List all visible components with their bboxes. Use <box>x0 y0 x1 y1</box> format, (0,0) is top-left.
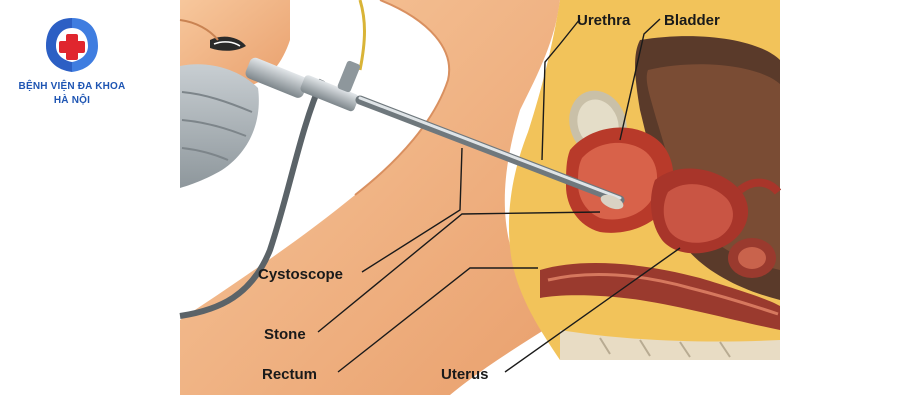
patient-body <box>180 0 560 395</box>
pelvic-cross-section <box>508 0 782 360</box>
label-uterus: Uterus <box>441 366 489 383</box>
surgical-mask <box>180 64 259 188</box>
hospital-name-line2: HÀ NỘI <box>53 95 91 106</box>
label-urethra: Urethra <box>577 12 631 29</box>
label-stone: Stone <box>264 326 306 343</box>
bladder-stone <box>600 194 624 210</box>
label-bladder: Bladder <box>664 12 720 29</box>
cystoscope-instrument <box>179 0 625 319</box>
hospital-logo: BỆNH VIỆN ĐA KHOA HÀ NỘI <box>16 14 128 124</box>
label-rectum: Rectum <box>262 366 317 383</box>
leader-lines <box>317 18 681 373</box>
hospital-name-line1: BỆNH VIỆN ĐA KHOA <box>18 81 126 92</box>
medical-cross-icon <box>46 18 98 72</box>
label-cystoscope: Cystoscope <box>258 266 343 283</box>
